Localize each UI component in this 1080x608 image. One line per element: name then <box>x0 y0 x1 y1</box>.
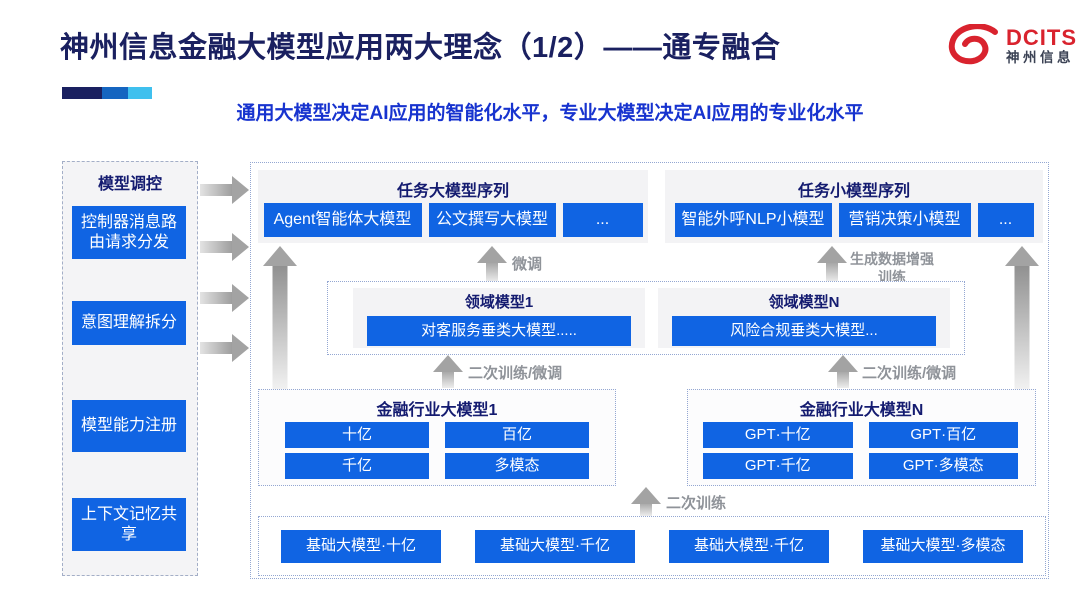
group-title: 金融行业大模型N <box>799 402 924 419</box>
logo-brand-cn: 神州信息 <box>1006 50 1074 66</box>
retrain-finetune-left-label: 二次训练/微调 <box>468 365 563 382</box>
model-outbound-nlp: 智能外呼NLP小模型 <box>674 203 832 237</box>
group-title: 领域模型N <box>768 294 840 311</box>
sidebar-title: 模型调控 <box>97 176 162 193</box>
sidebar-item-context-memory: 上下文记忆共享 <box>72 498 186 551</box>
model-gpt-1b: GPT·十亿 <box>703 422 853 448</box>
sidebar-item-capability-register: 模型能力注册 <box>72 400 186 452</box>
right-arrow-icon <box>200 334 250 362</box>
slide-subtitle: 通用大模型决定AI应用的智能化水平，专业大模型决定AI应用的专业化水平 <box>236 103 864 124</box>
up-arrow-icon <box>814 246 850 282</box>
task-small-model-group: 任务小模型序列 智能外呼NLP小模型 营销决策小模型 ... <box>665 170 1043 243</box>
model-100b: 千亿 <box>285 453 429 479</box>
main-diagram-frame <box>250 162 1049 579</box>
up-arrow-tall-icon <box>1004 246 1040 390</box>
title-accent-bar <box>62 87 152 99</box>
group-title: 任务大模型序列 <box>396 183 509 200</box>
base-model-multimodal: 基础大模型·多模态 <box>863 529 1023 563</box>
model-customer-service-vertical: 对客服务垂类大模型..... <box>367 316 631 346</box>
dcits-logo-icon <box>948 24 998 65</box>
domain-model-1-group: 领域模型1 对客服务垂类大模型..... <box>353 288 645 348</box>
base-model-100b-2: 基础大模型·千亿 <box>669 529 829 563</box>
domain-model-frame: 领域模型1 对客服务垂类大模型..... 领域模型N 风险合规垂类大模型... <box>327 281 965 355</box>
retrain-label: 二次训练 <box>666 495 727 512</box>
page-title: 神州信息金融大模型应用两大理念（1/2）——通专融合 <box>60 32 781 64</box>
task-large-model-group: 任务大模型序列 Agent智能体大模型 公文撰写大模型 ... <box>258 170 648 243</box>
model-1b: 十亿 <box>285 422 429 448</box>
model-agent-llm: Agent智能体大模型 <box>263 203 422 237</box>
sidebar-item-intent-split: 意图理解拆分 <box>72 301 186 345</box>
base-model-100b: 基础大模型·千亿 <box>475 529 635 563</box>
accent-bar-cyan <box>128 87 152 99</box>
up-arrow-icon <box>430 355 466 388</box>
model-more-ellipsis: ... <box>977 203 1034 237</box>
model-button-row: Agent智能体大模型 公文撰写大模型 ... <box>258 203 648 237</box>
industry-model-n-group: 金融行业大模型N GPT·十亿 GPT·百亿 GPT·千亿 GPT·多模态 <box>687 389 1036 486</box>
model-gpt-10b: GPT·百亿 <box>868 422 1018 448</box>
base-model-1b: 基础大模型·十亿 <box>281 529 441 563</box>
model-multimodal: 多模态 <box>445 453 589 479</box>
model-grid: 十亿 百亿 千亿 多模态 <box>285 422 589 479</box>
model-10b: 百亿 <box>445 422 589 448</box>
right-arrow-icon <box>200 233 250 261</box>
domain-model-n-group: 领域模型N 风险合规垂类大模型... <box>658 288 950 348</box>
industry-model-1-group: 金融行业大模型1 十亿 百亿 千亿 多模态 <box>258 389 616 486</box>
model-button-row: 智能外呼NLP小模型 营销决策小模型 ... <box>665 203 1043 237</box>
up-arrow-tall-icon <box>262 246 298 390</box>
group-title: 金融行业大模型1 <box>376 402 498 419</box>
model-more-ellipsis: ... <box>562 203 643 237</box>
right-arrow-icon <box>200 176 250 204</box>
model-grid: GPT·十亿 GPT·百亿 GPT·千亿 GPT·多模态 <box>703 422 1018 479</box>
accent-bar-navy <box>62 87 102 99</box>
right-arrow-icon <box>200 284 250 312</box>
dcits-logo: DCITS 神州信息 <box>945 24 1077 68</box>
finetune-label: 微调 <box>512 256 543 273</box>
logo-text: DCITS 神州信息 <box>1006 26 1077 65</box>
model-doc-writing-llm: 公文撰写大模型 <box>428 203 556 237</box>
up-arrow-icon <box>825 355 861 388</box>
up-arrow-icon <box>474 246 510 282</box>
base-model-group: 基础大模型·十亿 基础大模型·千亿 基础大模型·千亿 基础大模型·多模态 <box>258 516 1046 576</box>
up-arrow-icon <box>628 487 664 516</box>
model-gpt-multimodal: GPT·多模态 <box>868 453 1018 479</box>
model-risk-compliance-vertical: 风险合规垂类大模型... <box>672 316 936 346</box>
logo-brand: DCITS <box>1006 25 1077 51</box>
group-title: 任务小模型序列 <box>797 183 910 200</box>
sidebar-item-message-routing: 控制器消息路由请求分发 <box>72 206 186 259</box>
accent-bar-blue <box>102 87 128 99</box>
retrain-finetune-right-label: 二次训练/微调 <box>862 365 957 382</box>
model-gpt-100b: GPT·千亿 <box>703 453 853 479</box>
model-marketing-decision: 营销决策小模型 <box>838 203 971 237</box>
group-title: 领域模型1 <box>464 294 534 311</box>
model-control-sidebar: 模型调控 控制器消息路由请求分发 意图理解拆分 模型能力注册 上下文记忆共享 <box>62 161 198 576</box>
